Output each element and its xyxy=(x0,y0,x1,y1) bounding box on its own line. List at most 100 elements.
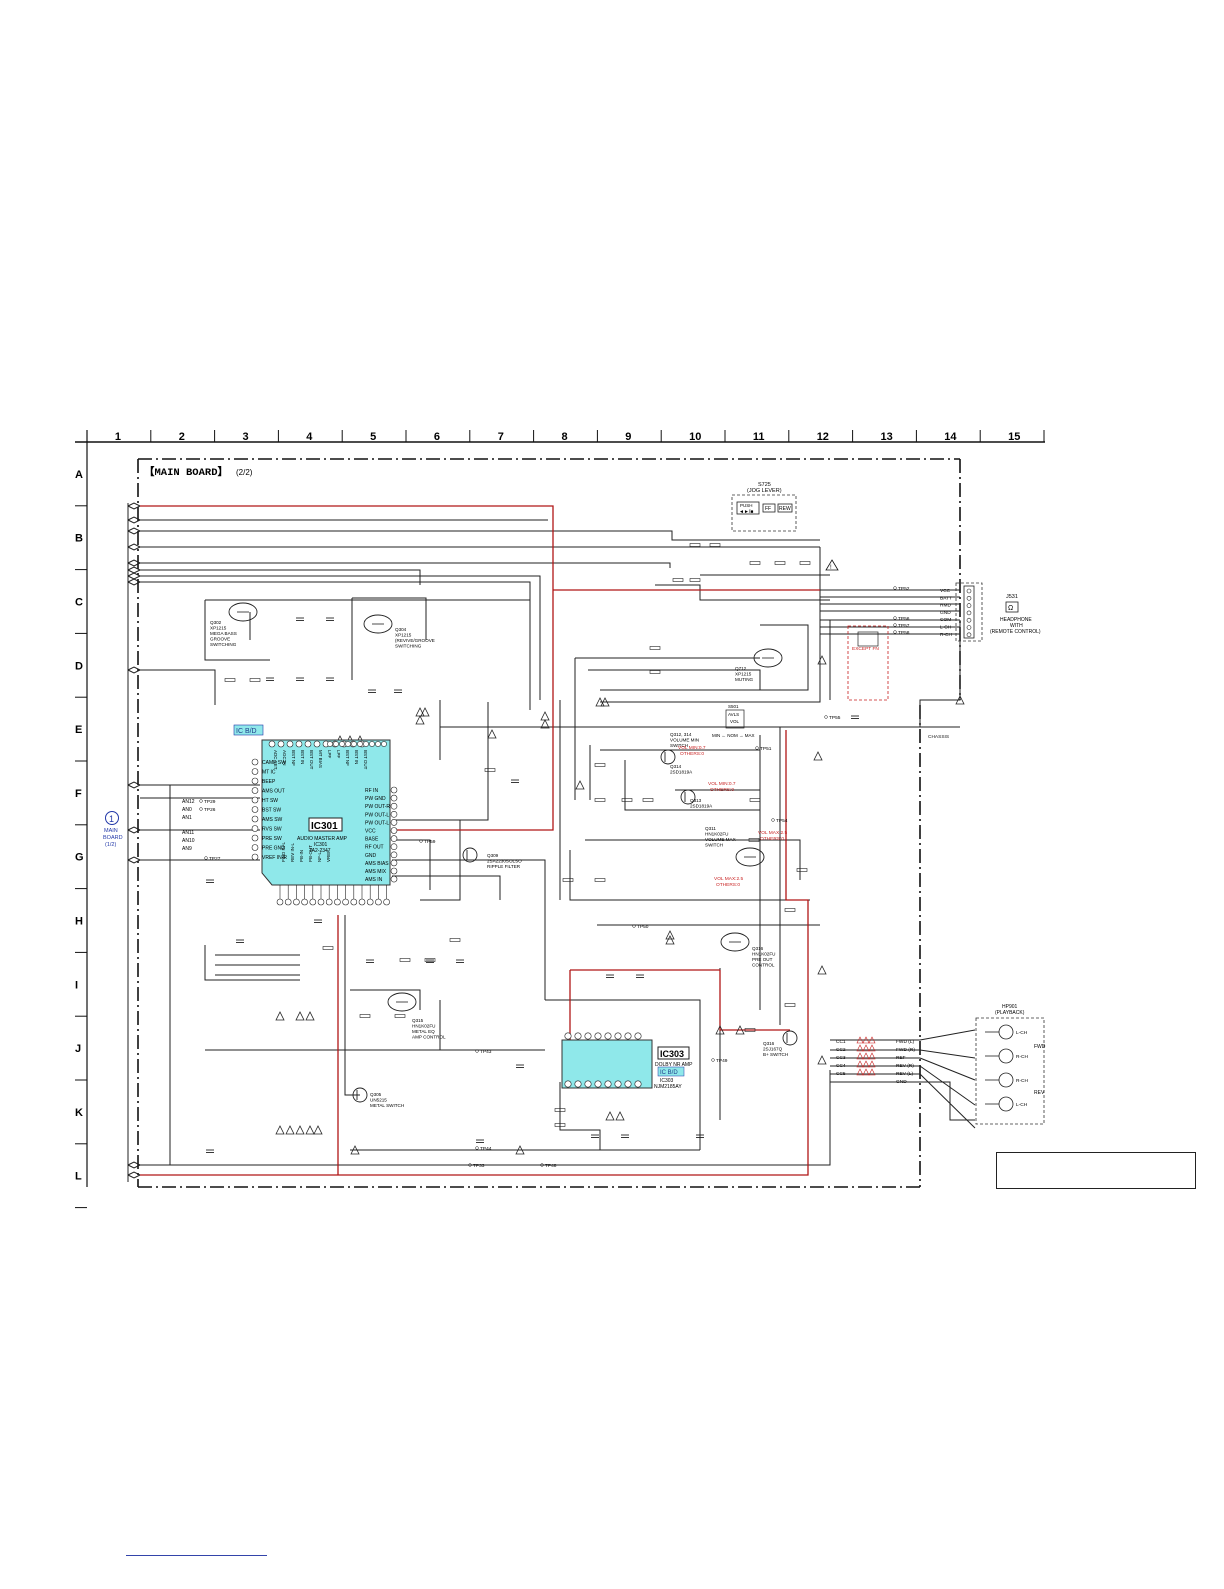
head-cap-label: CC2 xyxy=(836,1047,846,1053)
ic301-pin xyxy=(251,806,259,813)
s501-line2: VOL xyxy=(730,719,740,724)
ic303-pin xyxy=(614,1032,622,1040)
row-label: E xyxy=(75,724,82,736)
transistor-icon xyxy=(462,847,478,863)
signal-arrow xyxy=(856,1044,864,1052)
signal-arrow xyxy=(420,707,430,717)
resistor-icon xyxy=(594,878,606,882)
resistor-icon xyxy=(554,1108,566,1112)
resistor-icon xyxy=(359,1014,371,1018)
ic301-pin xyxy=(390,867,398,875)
left-signal-label: AN10 xyxy=(182,838,195,844)
head-label: R-CH xyxy=(1016,1078,1029,1084)
test-point-label: TP48 xyxy=(545,1163,557,1169)
transistor-label: SWITCH xyxy=(670,743,688,748)
ic301-pin xyxy=(357,741,363,747)
signal-arrow xyxy=(735,1025,745,1035)
head-signal-label: FWD (L) xyxy=(896,1039,915,1045)
ic301-pin xyxy=(317,898,325,906)
s725-key-ff: FF xyxy=(765,506,771,512)
transistor-label: Q309 xyxy=(487,853,499,858)
transistor-label: SWITCH xyxy=(705,843,723,848)
left-connector-bus xyxy=(127,502,141,1182)
resistor-icon xyxy=(621,798,633,802)
transistor-label: VOLUME MAX xyxy=(705,837,736,842)
signal-arrow xyxy=(605,1111,615,1121)
ic301-pin xyxy=(369,741,375,747)
transistor-label: Q712 xyxy=(735,666,747,671)
footer-link-underline[interactable] xyxy=(126,1555,267,1556)
test-point-label: TP43 xyxy=(480,1049,492,1055)
voltage-note: VOL MAX:2.5 xyxy=(714,876,743,882)
col-label: 8 xyxy=(562,431,568,443)
voltage-note: OTHERS:0 xyxy=(760,836,784,842)
signal-arrow xyxy=(665,930,675,940)
test-point-label: TP27 xyxy=(209,856,221,862)
connector-pin xyxy=(127,502,141,507)
transistor-label: HN1K02FU xyxy=(412,1024,436,1029)
transistor-label: SWITCHING xyxy=(395,644,422,649)
ic301-desc2: IC301 xyxy=(314,842,328,848)
ic301-bottom-pin-label: VREF xyxy=(326,850,331,862)
ic301-top-pin-label: BST IN xyxy=(354,750,359,764)
row-label: G xyxy=(75,852,84,864)
ic301-pin xyxy=(383,898,390,906)
ic301-bottom-pin-label: FWD IN-L xyxy=(281,842,286,862)
col-label: 3 xyxy=(243,431,249,443)
connector-label: VCC xyxy=(940,588,951,594)
test-point-icon xyxy=(199,799,203,803)
left-signal-label: AN11 xyxy=(182,830,194,836)
test-point-icon xyxy=(893,616,897,620)
j531-line3: (REMOTE CONTROL) xyxy=(990,629,1041,635)
ic301-pin xyxy=(339,741,345,747)
ic303-pin xyxy=(634,1032,642,1040)
ic301-pin xyxy=(350,898,358,906)
connector-pin xyxy=(127,559,141,564)
ic301-pin xyxy=(334,898,341,906)
left-signal-label: AN9 xyxy=(182,846,192,852)
connector-label: RMD xyxy=(940,603,951,609)
resistor-icon xyxy=(562,878,574,882)
connector-pin xyxy=(127,859,141,864)
ic301-left-pin-label: HT SW xyxy=(262,798,278,804)
ic301-left-pin-label: AMS OUT xyxy=(262,789,285,795)
test-point-icon xyxy=(632,924,636,928)
row-label: F xyxy=(75,788,82,800)
resistor-icon xyxy=(748,838,760,842)
connector-label: COM xyxy=(940,617,951,623)
s725-name: S725 xyxy=(758,482,771,488)
ic301-right-pin-label: AMS BIAS xyxy=(365,861,389,867)
legend-box xyxy=(996,1152,1196,1189)
col-label: 12 xyxy=(817,431,829,443)
connector-pin xyxy=(127,546,141,551)
main-board-ref: 1 MAIN BOARD (1/2) xyxy=(103,811,123,848)
ic301-left-pin-label: PRE GND xyxy=(262,846,285,852)
test-point-icon xyxy=(468,1163,472,1167)
headphone-icon: Ω xyxy=(1008,605,1013,612)
ic301-pin xyxy=(390,835,398,842)
resistor-icon xyxy=(642,798,654,802)
transistor-label: SWITCHING xyxy=(210,642,237,647)
resistor-icon xyxy=(749,798,761,802)
ic301-top-pin-label: BST OUT xyxy=(363,750,368,770)
ic301-pin xyxy=(313,740,321,748)
ic301-pin xyxy=(251,777,259,785)
test-point-label: TP50 xyxy=(637,924,649,930)
jack-pin xyxy=(966,588,972,594)
board-title: 【MAIN BOARD】 xyxy=(144,465,228,479)
ic301-left-pin-label: VREF IN-R xyxy=(262,855,287,861)
signal-arrow xyxy=(856,1036,864,1044)
ic301-pin xyxy=(304,740,312,748)
signal-arrow xyxy=(487,729,497,739)
transistor-label: Q305 xyxy=(370,1092,382,1097)
col-label: 7 xyxy=(498,431,504,443)
ic301-pin xyxy=(327,741,333,747)
signal-arrow xyxy=(595,697,605,707)
head-coil-icon xyxy=(998,1096,1014,1112)
head-signal-label: GND xyxy=(896,1079,907,1085)
jack-pin xyxy=(966,595,972,601)
bus-marks xyxy=(275,655,965,1155)
